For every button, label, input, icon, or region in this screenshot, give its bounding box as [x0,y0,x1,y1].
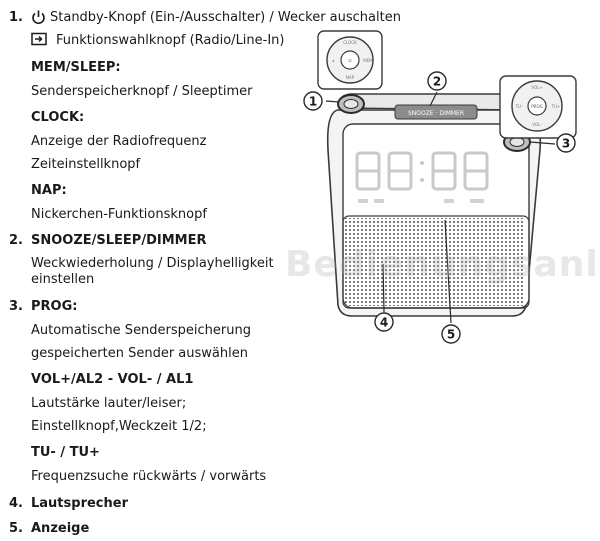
display-digits [355,151,489,191]
function-select-text: Funktionswahlknopf (Radio/Line-In) [56,33,285,48]
item-3-number: 3. [9,299,23,314]
item-1-text: Standby-Knopf (Ein-/Ausschalter) / Wecke… [50,10,401,25]
vol-desc-1: Lautstärke lauter/leiser; [31,396,187,411]
tu-desc: Frequenzsuche rückwärts / vorwärts [31,469,267,484]
item-4-number: 4. [9,496,23,511]
clock-desc-2: Zeiteinstellknopf [31,157,141,172]
svg-text:⏻: ⏻ [348,58,352,63]
mem-sleep-desc: Senderspeicherknopf / Sleeptimer [31,84,253,99]
item-3-desc-2: gespeicherten Sender auswählen [31,346,248,361]
svg-text:CLOCK: CLOCK [343,40,357,45]
svg-text:TU-: TU- [515,104,523,109]
power-icon [32,10,45,25]
callouts [303,71,576,344]
svg-text:2: 2 [433,75,441,89]
callout-2 [427,71,447,91]
callout-5 [441,324,461,344]
item-3-title: PROG: [31,299,78,314]
display-colon-bottom [420,178,424,182]
vol-desc-2: Einstellknopf,Weckzeit 1/2; [31,419,207,434]
snooze-bar [394,104,478,120]
svg-text:3: 3 [562,137,570,151]
item-2-title: SNOOZE/SLEEP/DIMMER [31,233,207,248]
clock-desc-1: Anzeige der Radiofrequenz [31,134,207,149]
nap-desc: Nickerchen-Funktionsknopf [31,207,207,222]
svg-text:TU+: TU+ [551,104,561,109]
nap-title: NAP: [31,183,67,198]
item-2-desc-2: einstellen [31,272,95,287]
svg-text:VOL-: VOL- [532,122,542,127]
item-1-number: 1. [9,10,23,25]
svg-text:VOL+: VOL+ [531,85,542,90]
display-indicators [358,199,484,203]
svg-text:NAP: NAP [346,75,355,80]
callout-4 [374,312,394,332]
callout-3 [556,133,576,153]
item-2-number: 2. [9,233,23,248]
item-5-number: 5. [9,521,23,536]
speaker-grille [344,218,524,306]
vol-title: VOL+/AL2 - VOL- / AL1 [31,372,194,387]
svg-text:4: 4 [380,316,388,330]
svg-text:PROG: PROG [531,104,542,109]
display-colon-top [420,161,424,165]
callout-1 [303,91,323,111]
svg-text:MEM: MEM [363,58,373,63]
svg-text:5: 5 [447,328,455,342]
svg-text:◂: ◂ [332,58,334,63]
mem-sleep-title: MEM/SLEEP: [31,60,121,75]
watermark: Bedienungsanleitu.de [285,244,600,285]
item-4-title: Lautsprecher [31,496,128,511]
input-switch-icon [31,32,47,46]
snooze-bar-label: SNOOZE · DIMMER [408,110,464,117]
item-3-desc-1: Automatische Senderspeicherung [31,323,251,338]
item-5-title: Anzeige [31,521,90,536]
clock-title: CLOCK: [31,110,85,125]
tu-title: TU- / TU+ [31,445,100,460]
item-2-desc-1: Weckwiederholung / Displayhelligkeit [31,256,274,271]
svg-text:1: 1 [309,95,317,109]
